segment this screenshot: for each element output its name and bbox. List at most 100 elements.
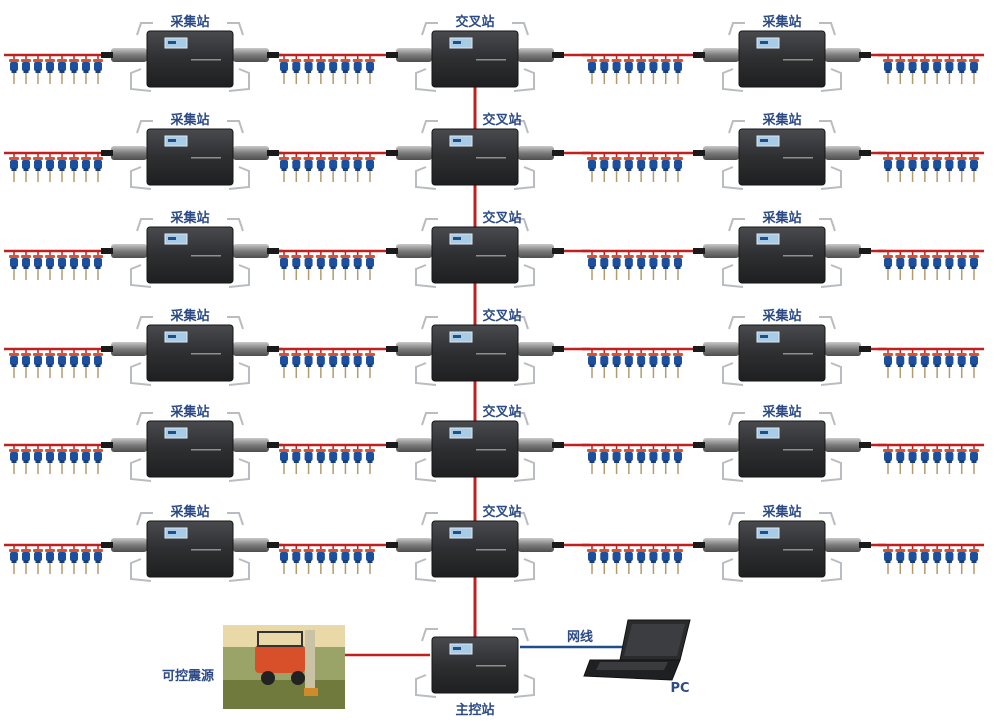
geophone-neck (959, 168, 965, 171)
geophone-body (661, 552, 670, 561)
connector-right (825, 48, 861, 62)
geophone-icon (673, 251, 683, 280)
logo-mark (453, 41, 461, 44)
geophone-body (304, 356, 313, 365)
geophone-cap (328, 59, 339, 62)
acquisition-station-1-left (101, 120, 279, 190)
geophone-body (649, 258, 658, 267)
geophone-body (649, 552, 658, 561)
connector-left (396, 538, 432, 552)
geophone-neck (95, 560, 101, 563)
connector-boot (552, 542, 564, 548)
geophone-cap (956, 549, 967, 552)
handle-icon (722, 362, 744, 386)
geophone-body (908, 356, 917, 365)
geophone-neck (675, 460, 681, 463)
geophone-icon (969, 55, 979, 84)
geophone-icon (907, 153, 918, 182)
model-text-icon (476, 59, 506, 61)
geophone-icon (648, 545, 659, 574)
geophone-neck (95, 460, 101, 463)
geophone-neck (71, 560, 77, 563)
geophone-cap (883, 59, 893, 62)
crossover-station-label: 交叉站 (482, 405, 522, 420)
geophone-neck (281, 460, 287, 463)
geophone-body (970, 258, 978, 267)
geophone-cap (587, 255, 597, 258)
geophone-body (661, 356, 670, 365)
geophone-icon (365, 153, 375, 182)
geophone-neck (35, 560, 41, 563)
geophone-neck (95, 266, 101, 269)
connector-right (233, 538, 269, 552)
geophone-body (933, 160, 942, 169)
geophone-icon (919, 445, 930, 474)
geophone-cap (611, 157, 622, 160)
geophone-body (674, 356, 682, 365)
geophone-body (624, 62, 633, 71)
geophone-cap (81, 255, 91, 258)
geophone-cap (81, 59, 91, 62)
geophone-body (316, 552, 325, 561)
geophone-icon (365, 251, 375, 280)
geophone-cap (895, 549, 906, 552)
model-text-icon (476, 353, 506, 355)
geophone-icon (944, 251, 955, 280)
geophone-neck (306, 560, 312, 563)
handle-icon (722, 264, 744, 288)
geophone-icon (907, 445, 918, 474)
geophone-string-1-2 (582, 151, 688, 182)
geophone-body (624, 356, 633, 365)
geophone-cap (9, 255, 19, 258)
geophone-cap (291, 449, 302, 452)
geophone-body (884, 552, 892, 561)
geophone-cap (81, 353, 91, 356)
geophone-icon (45, 55, 55, 84)
geophone-cap (587, 353, 597, 356)
geophone-neck (614, 266, 620, 269)
geophone-neck (897, 266, 903, 269)
geophone-neck (934, 70, 940, 73)
geophone-body (58, 356, 66, 365)
geophone-neck (23, 266, 29, 269)
geophone-cap (340, 449, 351, 452)
geophone-string-3-0 (4, 347, 108, 378)
geophone-body (70, 452, 78, 461)
geophone-neck (897, 560, 903, 563)
geophone-cap (340, 59, 351, 62)
geophone-cap (57, 449, 67, 452)
connector-boot (386, 442, 398, 448)
model-text-icon (783, 157, 813, 159)
geophone-body (316, 452, 325, 461)
geophone-body (884, 258, 892, 267)
geophone-neck (293, 168, 299, 171)
geophone-neck (293, 266, 299, 269)
geophone-neck (922, 460, 928, 463)
geophone-string-2-2 (582, 249, 688, 280)
handle-icon (130, 264, 152, 288)
geophone-neck (293, 70, 299, 73)
acquisition-station-label: 采集站 (762, 15, 802, 30)
geophone-cap (969, 59, 979, 62)
geophone-cap (673, 59, 683, 62)
geophone-cap (660, 449, 671, 452)
geophone-neck (83, 560, 89, 563)
model-text-icon (783, 549, 813, 551)
geophone-neck (959, 364, 965, 367)
geophone-body (637, 552, 646, 561)
geophone-cap (599, 549, 610, 552)
connector-boot (101, 542, 113, 548)
acquisition-station-label: 采集站 (762, 505, 802, 520)
geophone-neck (675, 364, 681, 367)
geophone-cap (315, 255, 326, 258)
geophone-cap (883, 255, 893, 258)
vibrator-plate (304, 688, 318, 696)
geophone-icon (81, 445, 91, 474)
handle-icon (227, 22, 244, 36)
geophone-neck (601, 70, 607, 73)
geophone-body (280, 552, 288, 561)
geophone-icon (81, 251, 91, 280)
geophone-body (292, 160, 301, 169)
logo-mark (168, 431, 176, 434)
connector-right (233, 244, 269, 258)
